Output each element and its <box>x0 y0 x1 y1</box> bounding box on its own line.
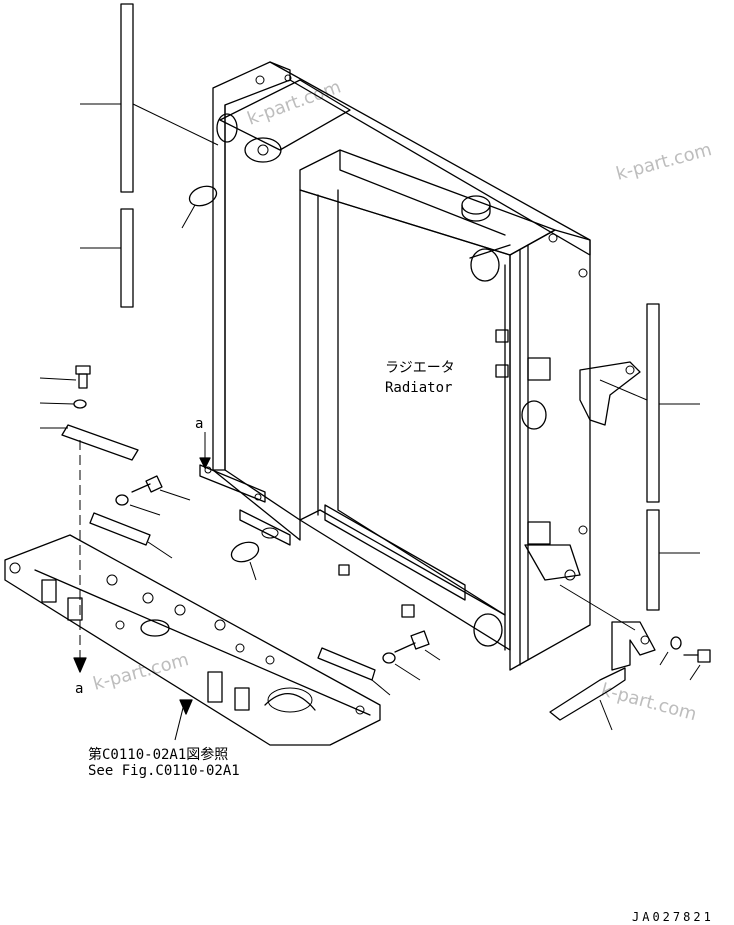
item-tag-oval <box>188 185 218 207</box>
leader-line <box>39 402 75 405</box>
seal-strip-upper-right <box>646 303 660 503</box>
bolt-top-left <box>75 365 91 389</box>
reference-label-en: See Fig.C0110-02A1 <box>88 763 240 779</box>
leader-line <box>371 679 391 696</box>
leader-line <box>394 663 421 681</box>
washer <box>73 399 87 409</box>
leader-line <box>39 377 77 381</box>
arrow-head <box>73 657 87 673</box>
leader-line <box>599 699 613 731</box>
bracket-right-bottom <box>611 621 656 671</box>
retainer-plate-top <box>61 424 139 461</box>
leader-line <box>689 664 701 681</box>
washer <box>115 494 129 506</box>
leader-line <box>559 584 636 631</box>
watermark: k-part.com <box>614 139 714 185</box>
seal-strip-lower-right <box>646 509 660 611</box>
item-tag-oval <box>230 541 260 563</box>
watermark: k-part.com <box>91 649 191 695</box>
reference-label-jp: 第C0110-02A1図参照 <box>88 746 228 763</box>
seal-strip-upper-left <box>120 3 134 193</box>
leader-line <box>181 204 196 229</box>
radiator-assembly <box>199 61 591 671</box>
leader-line <box>159 489 191 501</box>
guard-plate-lower-right <box>549 667 626 721</box>
watermark: k-part.com <box>599 680 699 726</box>
arrow-head <box>199 457 211 469</box>
marker-a-top: a <box>195 416 203 432</box>
bolt-lower <box>394 630 430 653</box>
marker-a-bottom: a <box>75 681 83 697</box>
bolt-right <box>683 649 711 663</box>
radiator-label-jp: ラジエータ <box>385 360 455 376</box>
drawing-code: JA027821 <box>632 910 714 924</box>
bolt-middle-left <box>131 475 163 493</box>
leader-line <box>599 379 648 401</box>
washer <box>382 652 396 664</box>
leader-line <box>424 649 441 661</box>
right-hook-bracket <box>579 361 641 426</box>
washer <box>670 636 682 650</box>
leader-line <box>129 504 161 516</box>
retainer-plate-middle <box>89 512 151 546</box>
leader-line <box>249 561 257 581</box>
radiator-label-en: Radiator <box>385 380 452 396</box>
undercover-plate <box>4 534 381 746</box>
leader-line <box>147 541 173 559</box>
leader-line <box>132 103 219 146</box>
seal-strip-lower-left <box>120 208 134 308</box>
leader-line <box>659 651 669 666</box>
arrow-head <box>179 699 193 715</box>
